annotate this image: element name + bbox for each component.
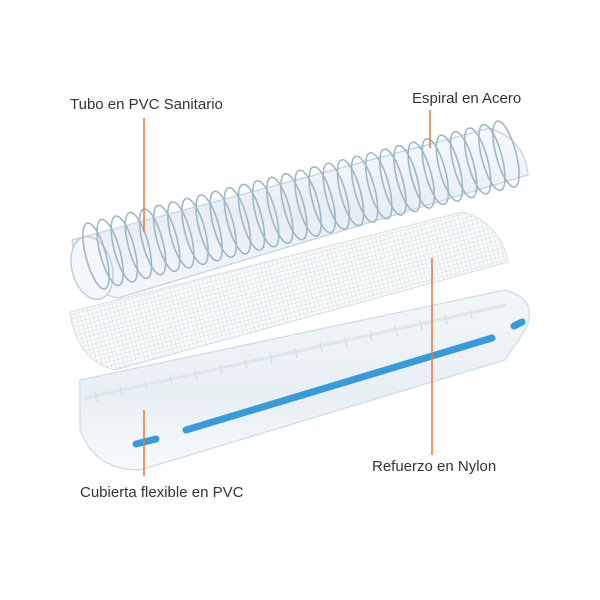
spiral-coil (393, 144, 421, 213)
mesh-sheet-tint (70, 212, 508, 370)
mesh-sheet (69, 211, 509, 371)
cover-ridge-lines (94, 308, 473, 403)
spiral-coil (181, 197, 209, 266)
label-nylon-reinforcement: Refuerzo en Nylon (372, 458, 497, 475)
spiral-coil (280, 173, 308, 241)
blue-stripe-long (182, 334, 496, 434)
spiral-coil (82, 222, 110, 290)
spiral-coil (478, 123, 506, 192)
spiral-coil (492, 120, 520, 188)
spiral-coil (294, 169, 322, 237)
spiral-coil (379, 148, 407, 216)
spiral-coil (407, 141, 436, 209)
spiral-coil (308, 165, 337, 234)
nylon-mesh-reinforcement (69, 211, 509, 371)
blue-stripe-end (510, 318, 526, 330)
spiral-coil (336, 158, 365, 227)
spiral-coil (463, 127, 492, 195)
spiral-coil (96, 218, 124, 287)
spiral-coil (435, 134, 464, 202)
spiral-coil (124, 211, 153, 280)
spiral-coil (322, 162, 351, 230)
spiral-coil (265, 176, 294, 245)
label-pvc-tube: Tubo en PVC Sanitario (70, 96, 223, 113)
label-pvc-cover: Cubierta flexible en PVC (80, 484, 244, 501)
spiral-coil (364, 151, 393, 220)
spiral-coil (350, 155, 379, 223)
spiral-coil (251, 180, 280, 248)
spiral-coil (223, 187, 252, 255)
spiral-coil (209, 190, 238, 259)
label-steel-spiral: Espiral en Acero (412, 90, 522, 107)
spiral-coil (237, 183, 266, 252)
leader-lines (143, 110, 433, 476)
spiral-coil (166, 201, 195, 269)
spiral-coil (110, 215, 139, 283)
spiral-coil (195, 194, 223, 262)
flexible-pvc-cover (79, 289, 531, 471)
blue-stripe-short (132, 435, 160, 448)
spiral-coil (449, 130, 478, 199)
spiral-coil (421, 137, 450, 206)
spiral-coil (152, 204, 181, 273)
